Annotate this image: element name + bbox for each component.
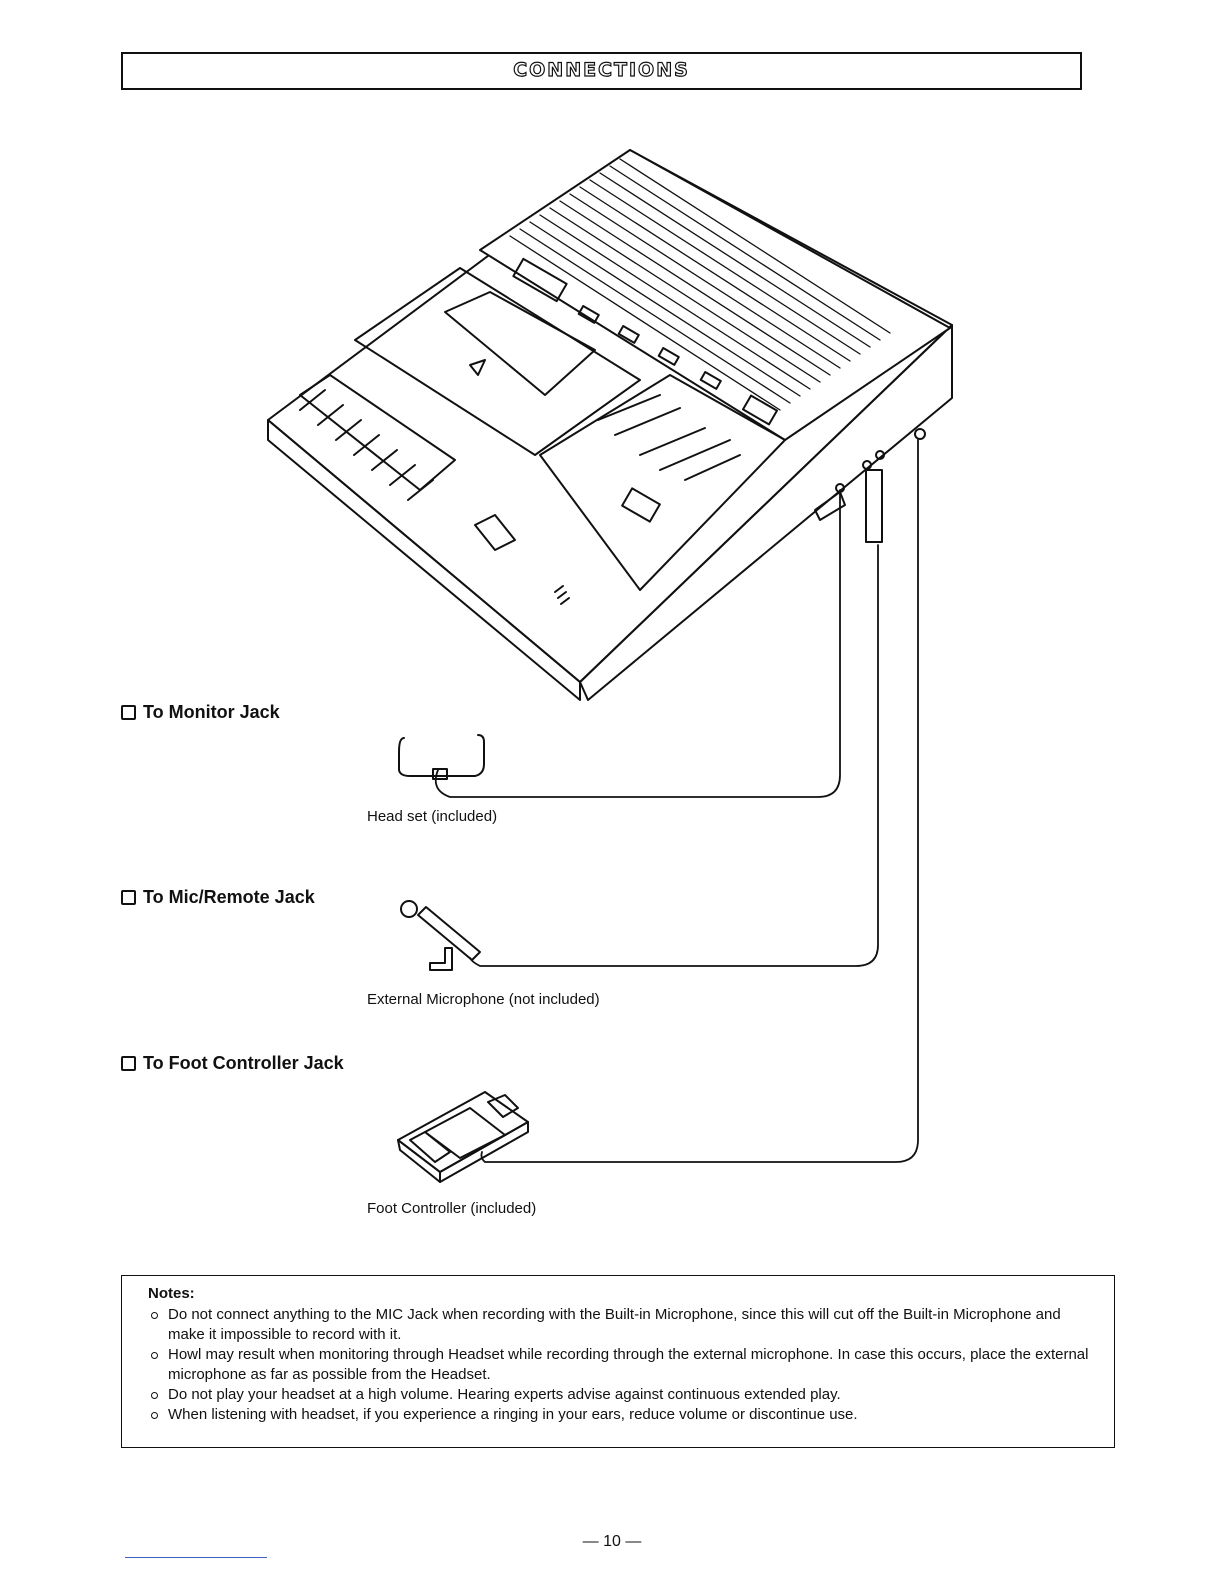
foot-controller-illustration (397, 1091, 529, 1183)
foot-cable (480, 439, 919, 1163)
note-item: Do not play your headset at a high volum… (148, 1385, 1094, 1405)
bullet-icon (151, 1352, 158, 1359)
foot-controller-caption: Foot Controller (included) (367, 1200, 537, 1217)
foot-controller-jack-text: To Foot Controller Jack (143, 1053, 344, 1073)
footer-divider (125, 1557, 267, 1558)
headset-illustration (398, 734, 485, 780)
note-item: Do not connect anything to the MIC Jack … (148, 1305, 1094, 1345)
mic-remote-jack-text: To Mic/Remote Jack (143, 887, 315, 907)
foot-controller-jack-label: To Foot Controller Jack (121, 1053, 344, 1074)
bullet-icon (151, 1392, 158, 1399)
monitor-jack-text: To Monitor Jack (143, 702, 280, 722)
transcriber-unit-illustration (267, 149, 953, 701)
monitor-cable (434, 489, 841, 798)
bullet-icon (151, 1312, 158, 1319)
notes-box: Notes: Do not connect anything to the MI… (121, 1275, 1115, 1448)
microphone-illustration (400, 900, 481, 971)
page-number: — 10 — (582, 1533, 642, 1550)
notes-list: Do not connect anything to the MIC Jack … (148, 1305, 1094, 1425)
checkbox-square-icon (121, 1056, 136, 1071)
mic-remote-jack-label: To Mic/Remote Jack (121, 887, 315, 908)
note-text: Do not connect anything to the MIC Jack … (168, 1306, 1061, 1343)
note-text: When listening with headset, if you expe… (168, 1406, 858, 1423)
headset-caption: Head set (included) (367, 808, 498, 825)
bullet-icon (151, 1412, 158, 1419)
note-text: Howl may result when monitoring through … (168, 1346, 1089, 1383)
note-text: Do not play your headset at a high volum… (168, 1386, 841, 1403)
note-item: Howl may result when monitoring through … (148, 1345, 1094, 1385)
checkbox-square-icon (121, 890, 136, 905)
notes-title: Notes: (148, 1285, 195, 1302)
title-box: CONNECTIONS (121, 52, 1082, 90)
page-title: CONNECTIONS (513, 58, 690, 81)
note-item: When listening with headset, if you expe… (148, 1405, 1094, 1425)
microphone-caption: External Microphone (not included) (367, 991, 600, 1008)
checkbox-square-icon (121, 705, 136, 720)
monitor-jack-label: To Monitor Jack (121, 702, 280, 723)
